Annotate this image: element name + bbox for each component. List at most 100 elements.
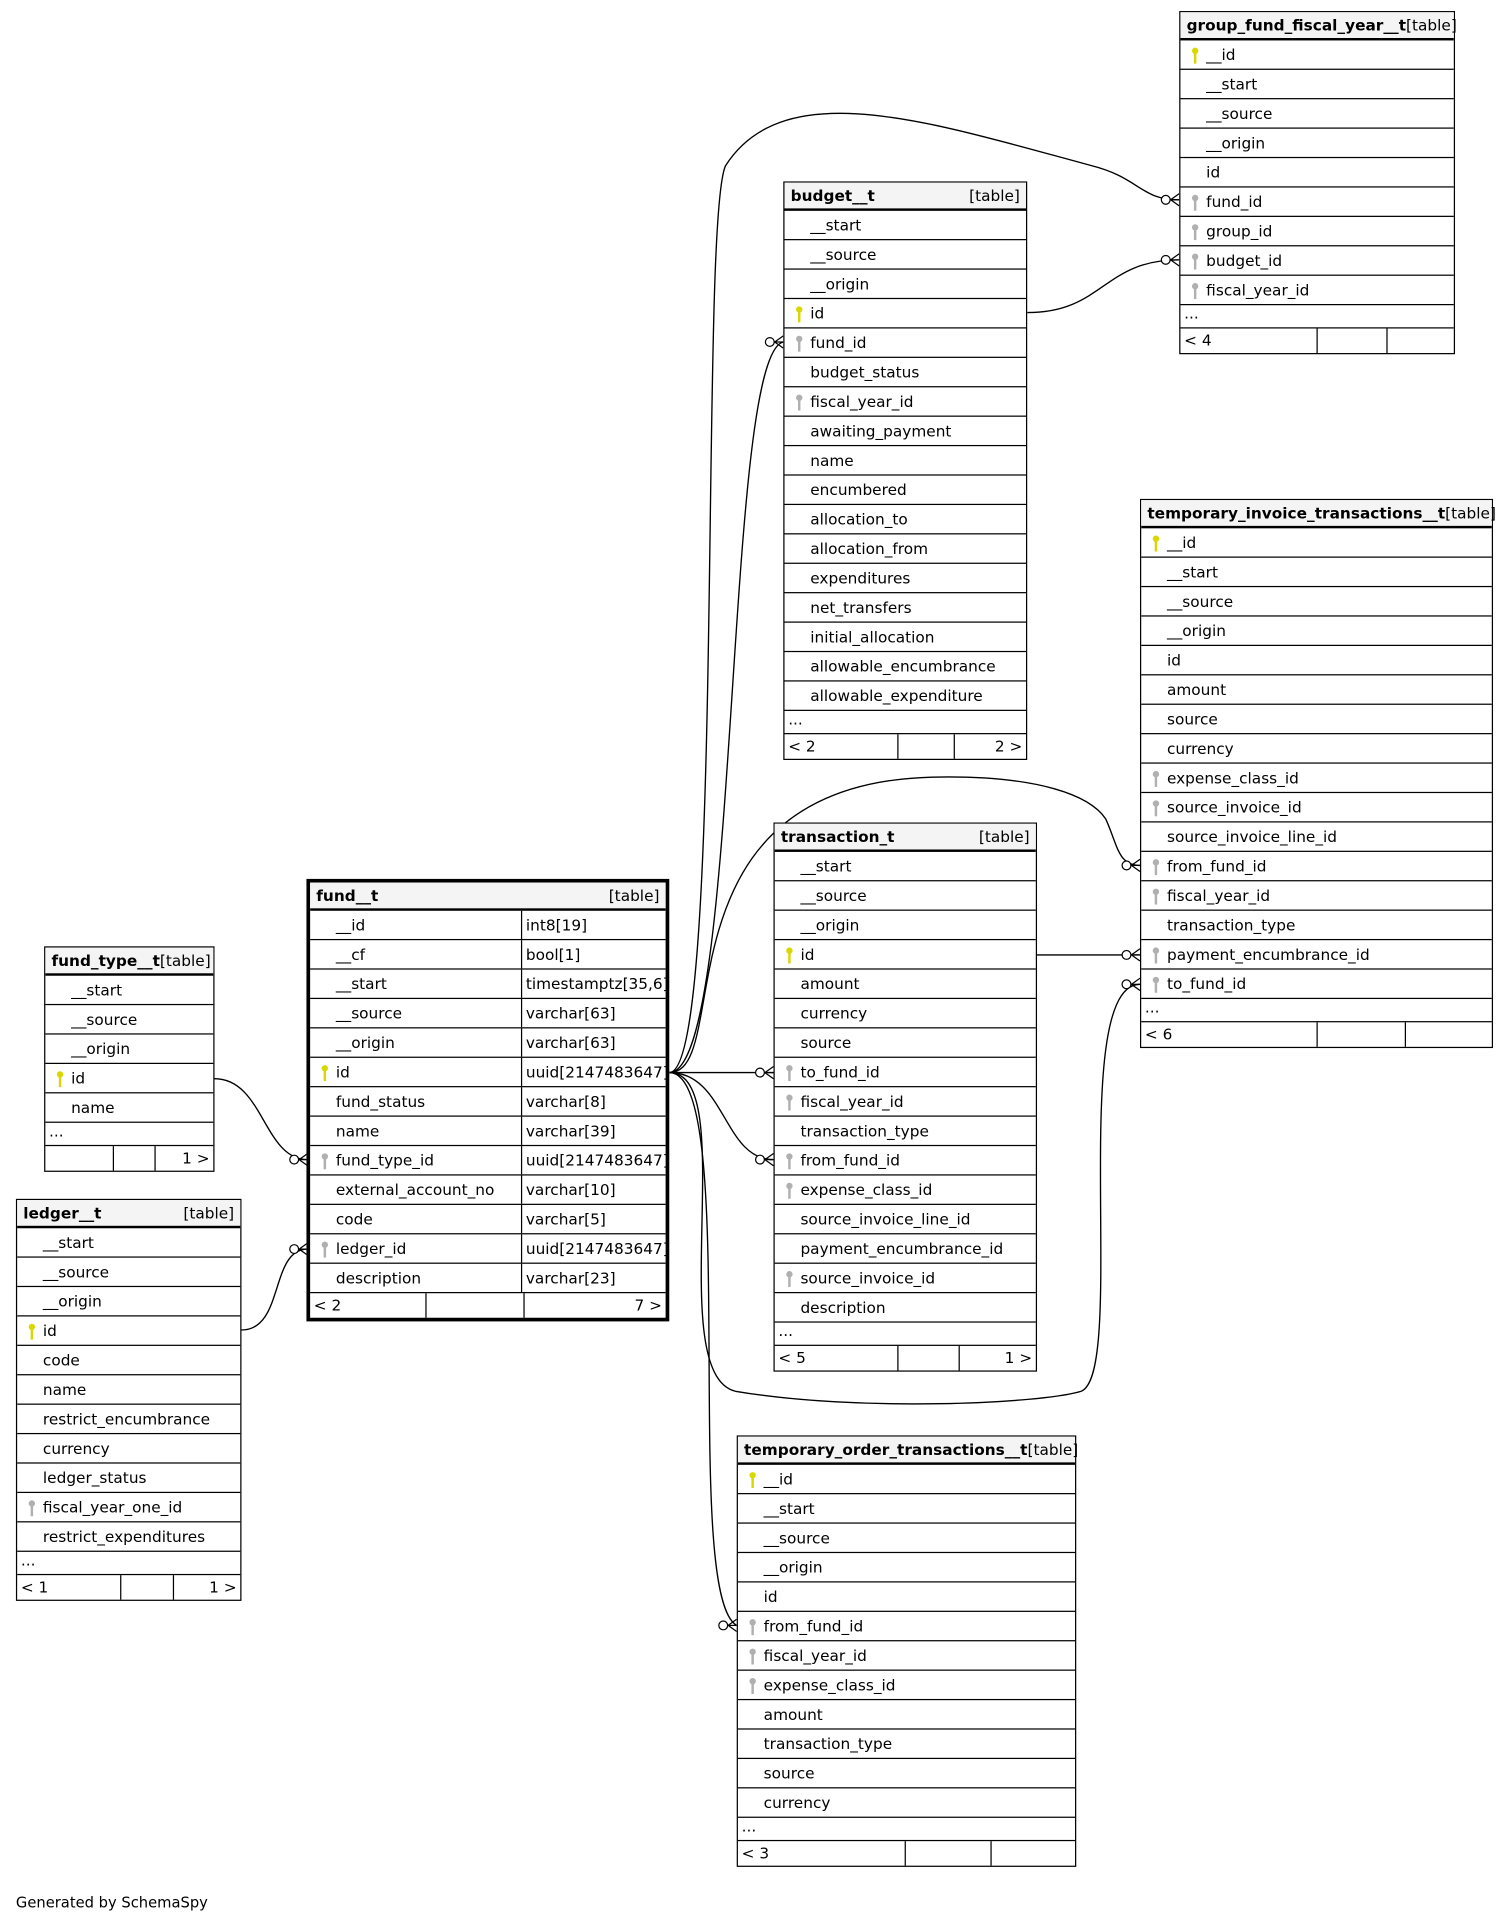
column-row[interactable]: id [774, 940, 1036, 970]
parents-count[interactable]: < 2 [788, 736, 816, 756]
children-count[interactable]: 7 > [523, 1293, 665, 1318]
column-row[interactable]: name [784, 446, 1026, 476]
column-row[interactable]: code [17, 1346, 241, 1376]
column-row[interactable]: amount [774, 970, 1036, 1000]
column-row[interactable]: id [17, 1317, 241, 1346]
column-row[interactable]: currency [17, 1434, 241, 1464]
column-row[interactable]: encumbered [784, 476, 1026, 506]
column-row[interactable]: from_fund_id [1141, 852, 1492, 882]
column-row[interactable]: expense_class_id [737, 1671, 1076, 1701]
column-row[interactable]: __start [45, 976, 214, 1006]
column-row[interactable]: id [1141, 646, 1492, 676]
column-row[interactable]: name [17, 1375, 241, 1405]
table-name[interactable]: fund__t [316, 886, 379, 905]
column-row[interactable]: source_invoice_id [1141, 793, 1492, 823]
table-temp-invoice[interactable]: temporary_invoice_transactions__t[table]… [1139, 498, 1496, 1049]
parents-count[interactable]: < 3 [741, 1843, 770, 1862]
column-row[interactable]: amount [737, 1700, 1076, 1730]
table-name[interactable]: temporary_order_transactions__t [744, 1440, 1028, 1459]
column-row[interactable]: fiscal_year_id [1180, 276, 1454, 306]
column-row[interactable]: net_transfers [784, 593, 1026, 623]
column-row[interactable]: fund_id [1180, 188, 1454, 217]
column-row[interactable]: from_fund_id [737, 1612, 1076, 1642]
column-row[interactable]: fiscal_year_id [1141, 881, 1492, 911]
column-row[interactable]: expenditures [784, 564, 1026, 594]
table-header[interactable]: ledger__t[table] [17, 1200, 241, 1229]
column-row[interactable]: source [737, 1759, 1076, 1789]
column-row[interactable]: currency [774, 999, 1036, 1029]
column-row[interactable]: payment_encumbrance_id [774, 1234, 1036, 1264]
column-row[interactable]: group_id [1180, 217, 1454, 247]
column-row[interactable]: __id [1180, 40, 1454, 70]
column-row[interactable]: __origin [1141, 617, 1492, 646]
column-row[interactable]: __origin [774, 911, 1036, 941]
parents-count[interactable]: < 6 [1144, 1024, 1173, 1044]
table-name[interactable]: ledger__t [23, 1203, 102, 1223]
table-header[interactable]: budget__t[table] [784, 182, 1026, 211]
children-count[interactable]: 1 > [154, 1146, 213, 1171]
column-row[interactable]: fiscal_year_one_id [17, 1493, 241, 1523]
column-row[interactable]: __source [17, 1258, 241, 1288]
table-transaction[interactable]: transaction_t[table]__start__source__ori… [773, 822, 1038, 1372]
column-row[interactable]: __source [737, 1524, 1076, 1554]
column-row[interactable]: fund_id [784, 329, 1026, 358]
parents-count[interactable]: < 5 [778, 1348, 806, 1367]
column-row[interactable]: __origin [1180, 129, 1454, 159]
column-row[interactable]: currency [1141, 734, 1492, 764]
column-row[interactable]: transaction_type [737, 1730, 1076, 1760]
column-row[interactable]: restrict_expenditures [17, 1522, 241, 1552]
column-row[interactable]: __origin [45, 1035, 214, 1064]
column-row[interactable]: budget_id [1180, 246, 1454, 276]
column-row[interactable]: __start [784, 211, 1026, 241]
column-row[interactable]: budget_status [784, 358, 1026, 388]
more-columns-indicator[interactable]: ... [1180, 305, 1454, 329]
children-count[interactable]: 2 > [953, 734, 1026, 759]
parents-count[interactable]: < 1 [20, 1577, 49, 1596]
column-row[interactable]: initial_allocation [784, 623, 1026, 653]
children-count[interactable]: 1 > [958, 1345, 1036, 1371]
more-columns-indicator[interactable]: ... [17, 1551, 241, 1576]
column-row[interactable]: __source [784, 240, 1026, 270]
table-header[interactable]: group_fund_fiscal_year__t[table] [1180, 12, 1457, 41]
column-row[interactable]: currency [737, 1788, 1076, 1818]
column-row[interactable]: id [45, 1064, 214, 1094]
more-columns-indicator[interactable]: ... [784, 710, 1026, 735]
column-row[interactable]: fiscal_year_id [774, 1087, 1036, 1117]
table-temp-order[interactable]: temporary_order_transactions__t[table]__… [736, 1435, 1078, 1867]
table-name[interactable]: fund_type__t [51, 951, 160, 970]
column-row[interactable]: to_fund_id [1141, 970, 1492, 1000]
column-row[interactable]: restrict_encumbrance [17, 1405, 241, 1435]
more-columns-indicator[interactable]: ... [1141, 998, 1492, 1023]
column-row[interactable]: __start [737, 1494, 1076, 1524]
column-row[interactable]: __id [1141, 528, 1492, 558]
column-row[interactable]: amount [1141, 675, 1492, 705]
parents-count[interactable]: < 4 [1184, 330, 1212, 350]
column-row[interactable]: __source [1141, 587, 1492, 617]
column-row[interactable]: __start [1141, 558, 1492, 588]
column-row[interactable]: source_invoice_id [774, 1264, 1036, 1294]
column-row[interactable]: transaction_type [1141, 911, 1492, 941]
column-row[interactable]: source_invoice_line_id [774, 1205, 1036, 1235]
column-row[interactable]: id [784, 299, 1026, 329]
column-row[interactable]: __source [1180, 99, 1454, 129]
column-row[interactable]: __start [774, 852, 1036, 882]
column-row[interactable]: __source [774, 881, 1036, 911]
column-row[interactable]: __source [45, 1005, 214, 1035]
column-row[interactable]: __start [17, 1228, 241, 1258]
column-row[interactable]: expense_class_id [1141, 764, 1492, 794]
column-row[interactable]: __origin [737, 1553, 1076, 1583]
table-name[interactable]: temporary_invoice_transactions__t [1147, 503, 1446, 523]
column-row[interactable]: id [1180, 158, 1454, 188]
more-columns-indicator[interactable]: ... [774, 1322, 1036, 1346]
